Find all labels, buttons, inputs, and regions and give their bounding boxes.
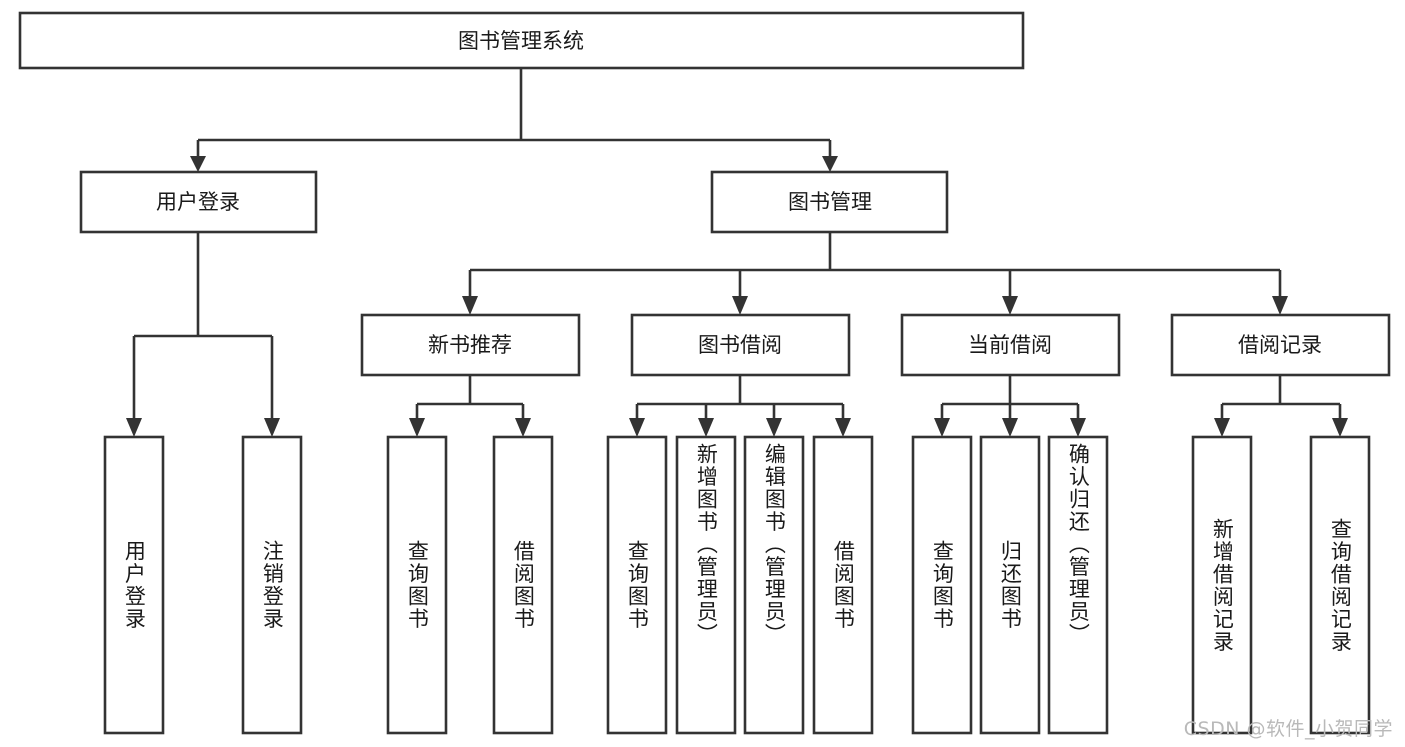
node-borrow-record[interactable] (1170, 313, 1391, 377)
arrowhead-leaf-return-book (1002, 418, 1018, 437)
arrowhead-leaf-confirm-return (1070, 418, 1086, 437)
arrowhead-leaf-add-book (698, 418, 714, 437)
arrowhead-leaf-query-book-1 (409, 418, 425, 437)
arrowhead-leaf-add-record (1214, 418, 1230, 437)
node-leaf-return-book[interactable] (979, 435, 1041, 735)
node-book-management-label: 图书管理 (788, 190, 872, 214)
node-new-book-recommend[interactable] (360, 313, 581, 377)
arrowhead-leaf-query-book-3 (934, 418, 950, 437)
node-leaf-borrow-book-1[interactable] (492, 435, 554, 735)
arrowhead-new-book-recommend (462, 296, 478, 315)
node-user-login-label: 用户登录 (156, 190, 240, 214)
arrowhead-current-borrow (1002, 296, 1018, 315)
node-book-borrow-label: 图书借阅 (698, 333, 782, 357)
node-leaf-borrow-book-2[interactable] (812, 435, 874, 735)
node-current-borrow[interactable] (900, 313, 1121, 377)
node-leaf-query-book-2[interactable] (606, 435, 668, 735)
arrowhead-leaf-logout-login (264, 418, 280, 437)
arrowhead-leaf-edit-book (766, 418, 782, 437)
csdn-watermark: CSDN @软件_小贺同学 (1183, 718, 1393, 740)
node-leaf-add-book[interactable] (675, 435, 737, 735)
node-current-borrow-label: 当前借阅 (968, 333, 1052, 357)
node-borrow-record-label: 借阅记录 (1238, 333, 1322, 357)
node-leaf-logout-login[interactable] (241, 435, 303, 735)
node-leaf-query-book-3[interactable] (911, 435, 973, 735)
node-leaf-query-book-1[interactable] (386, 435, 448, 735)
node-leaf-add-record[interactable] (1191, 435, 1253, 735)
arrowhead-leaf-query-book-2 (629, 418, 645, 437)
node-user-login[interactable] (79, 170, 318, 234)
arrowhead-borrow-record (1272, 296, 1288, 315)
connector-layer (126, 68, 1348, 437)
node-book-borrow[interactable] (630, 313, 851, 377)
node-layer: 图书管理系统 用户登录 图书管理 新书推荐 图书借阅 当前借阅 借阅记录 (18, 11, 1391, 735)
node-root-label: 图书管理系统 (458, 29, 584, 53)
node-new-book-recommend-label: 新书推荐 (428, 333, 512, 357)
node-root[interactable] (18, 11, 1025, 70)
arrowhead-leaf-user-login (126, 418, 142, 437)
node-leaf-query-record[interactable] (1309, 435, 1371, 735)
arrowhead-leaf-borrow-book-1 (515, 418, 531, 437)
node-leaf-edit-book[interactable] (743, 435, 805, 735)
arrowhead-leaf-query-record (1332, 418, 1348, 437)
arrowhead-user-login (190, 156, 206, 172)
node-book-management[interactable] (710, 170, 949, 234)
node-leaf-confirm-return[interactable] (1047, 435, 1109, 735)
arrowhead-book-management (822, 156, 838, 172)
arrowhead-book-borrow (732, 296, 748, 315)
node-leaf-user-login[interactable] (103, 435, 165, 735)
arrowhead-leaf-borrow-book-2 (835, 418, 851, 437)
